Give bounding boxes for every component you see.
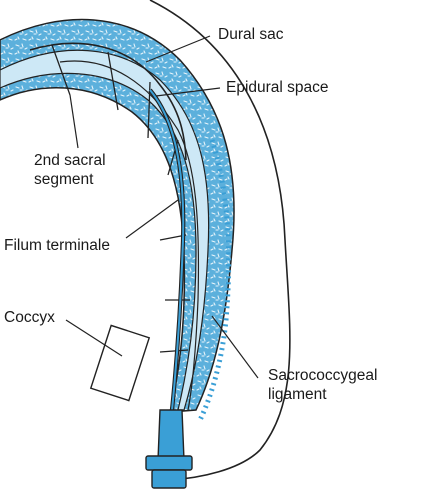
needle-inner	[149, 89, 185, 411]
leader-dural-sac	[145, 35, 211, 63]
label-dural-sac: Dural sac	[218, 26, 284, 43]
filum-terminale	[59, 60, 200, 411]
segment-dividers	[51, 44, 190, 353]
needle-hub-cap	[145, 455, 193, 471]
label-filum-terminale: Filum terminale	[4, 237, 110, 254]
label-coccyx: Coccyx	[4, 309, 55, 326]
needle-hub	[157, 409, 185, 461]
dural-sac-outline	[29, 42, 187, 161]
leader-sacral-segment	[69, 94, 79, 149]
coccyx-bone	[89, 324, 151, 402]
label-sacral-segment-line2: segment	[34, 171, 94, 188]
leader-lines	[65, 35, 259, 379]
sacrococcygeal-ligament-region	[197, 139, 232, 422]
label-sacrococcygeal-line2: ligament	[268, 386, 327, 403]
label-sacrococcygeal-line1: Sacrococcygeal	[268, 367, 378, 384]
leader-coccyx	[65, 319, 123, 357]
label-epidural-space: Epidural space	[226, 79, 329, 96]
leader-filum-terminale	[125, 199, 179, 239]
needle-hub-base	[151, 469, 187, 489]
label-sacral-segment-line1: 2nd sacral	[34, 152, 106, 169]
skin-contour	[149, 0, 291, 481]
leader-epidural-space	[155, 87, 221, 97]
leader-sacrococcygeal-ligament	[211, 315, 259, 379]
